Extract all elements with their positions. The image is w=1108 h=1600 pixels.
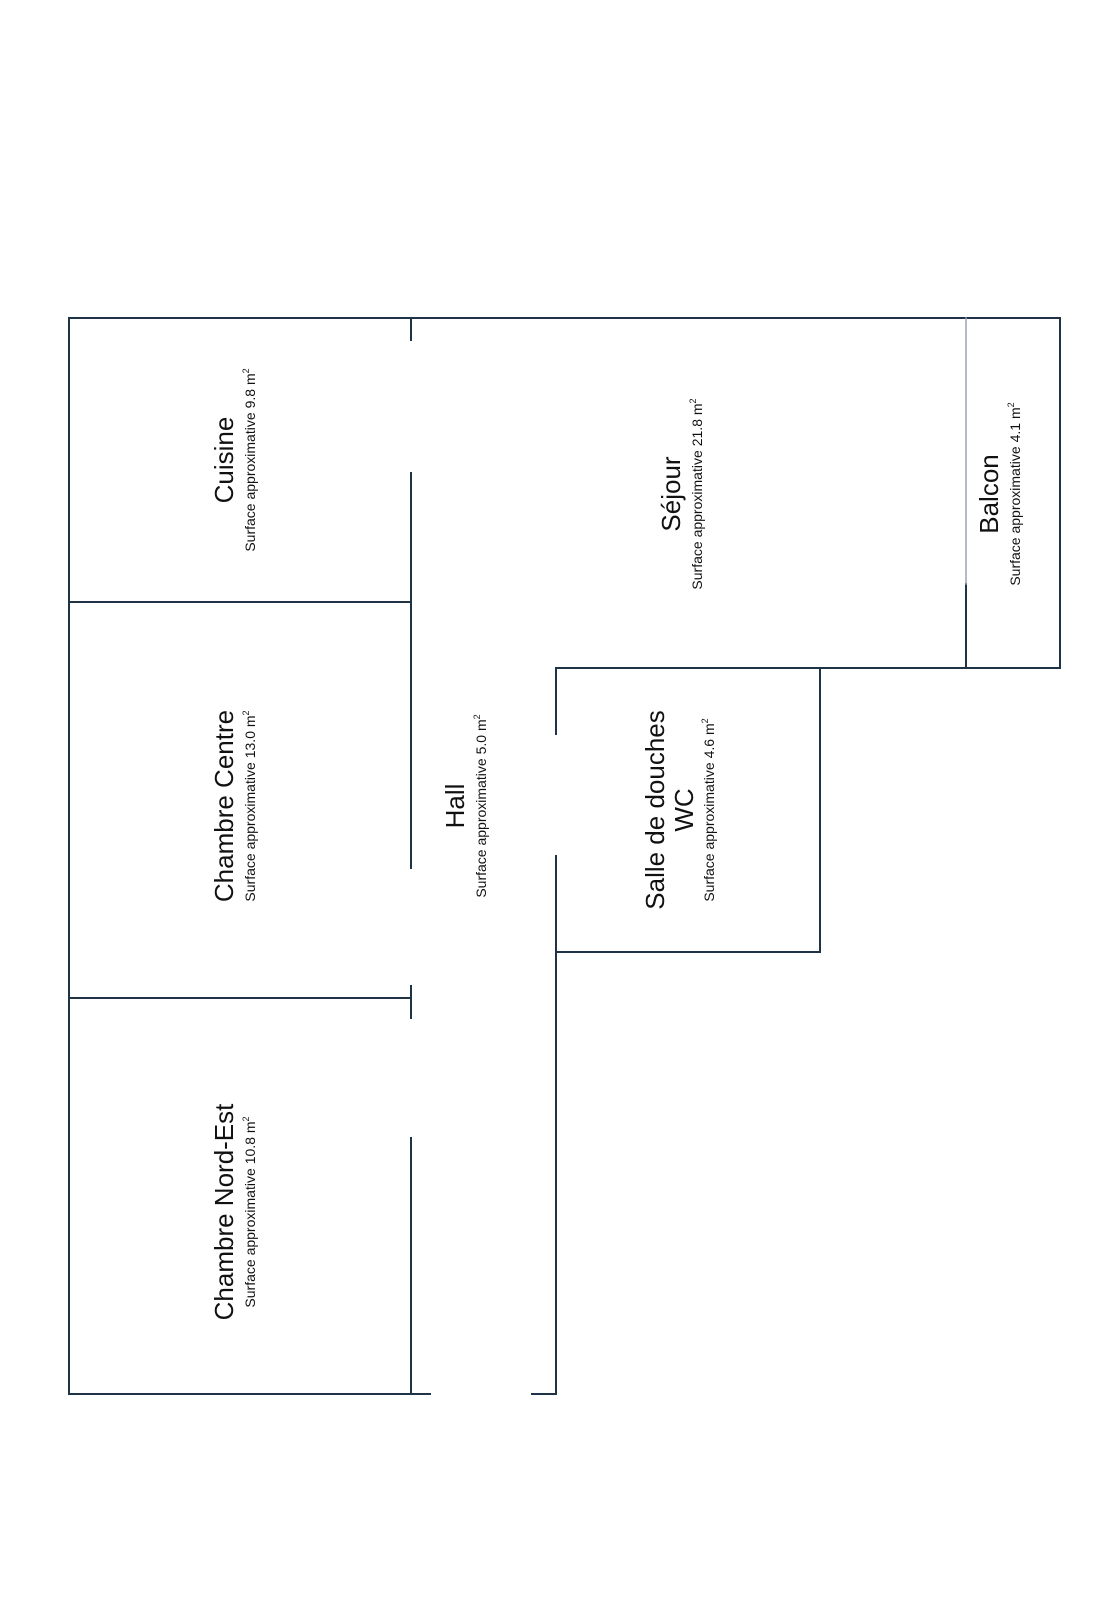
room-name: Séjour	[656, 456, 686, 531]
room-area: Surface approximative 10.8 m2	[241, 1116, 258, 1307]
room-area: Surface approximative 4.1 m2	[1006, 402, 1023, 585]
room-area-prefix: Surface approximative	[242, 1168, 258, 1308]
room-name: Chambre Centre	[209, 710, 239, 902]
room-area: Surface approximative 21.8 m2	[688, 398, 705, 589]
room-area: Surface approximative 9.8 m2	[241, 368, 258, 551]
room-name: Hall	[440, 784, 470, 829]
room-area: Surface approximative 4.6 m2	[700, 718, 717, 901]
room-area-value: 13.0 m	[242, 715, 258, 758]
room-name: Cuisine	[209, 417, 239, 504]
room-name: Salle de douches	[640, 710, 670, 909]
room-area-exponent: 2	[241, 710, 251, 715]
room-area-value: 4.6 m	[701, 723, 717, 758]
room-name: Chambre Nord-Est	[209, 1103, 239, 1321]
room-area-prefix: Surface approximative	[701, 762, 717, 902]
room-area-exponent: 2	[472, 714, 482, 719]
room-area-prefix: Surface approximative	[1007, 446, 1023, 586]
room-area-exponent: 2	[241, 368, 251, 373]
room-name-line2: WC	[669, 788, 699, 831]
room-area-value: 9.8 m	[242, 373, 258, 408]
walls	[68, 317, 1061, 1395]
room-area-value: 21.8 m	[689, 403, 705, 446]
room-area-prefix: Surface approximative	[689, 450, 705, 590]
room-area-value: 5.0 m	[473, 719, 489, 754]
room-area-prefix: Surface approximative	[473, 758, 489, 898]
room-area-exponent: 2	[700, 718, 710, 723]
room-area-value: 4.1 m	[1007, 407, 1023, 442]
room-area: Surface approximative 13.0 m2	[241, 710, 258, 901]
room-area-value: 10.8 m	[242, 1121, 258, 1164]
room-area-exponent: 2	[241, 1116, 251, 1121]
room-area-exponent: 2	[688, 398, 698, 403]
room-area-prefix: Surface approximative	[242, 762, 258, 902]
room-area-prefix: Surface approximative	[242, 412, 258, 552]
room-name: Balcon	[974, 454, 1004, 534]
room-area-exponent: 2	[1006, 402, 1016, 407]
room-area: Surface approximative 5.0 m2	[472, 714, 489, 897]
